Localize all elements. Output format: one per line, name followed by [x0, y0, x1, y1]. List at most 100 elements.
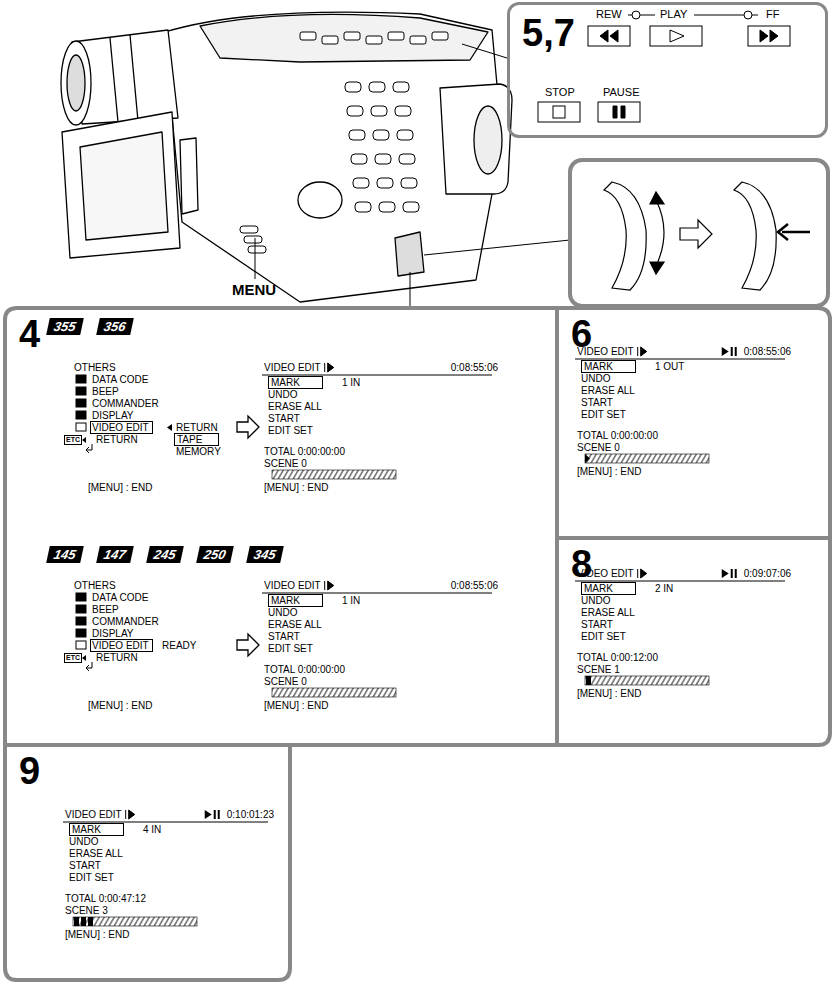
- screen-text: VIDEO EDIT: [65, 809, 122, 820]
- body-button: [351, 154, 367, 164]
- scene-mark: [81, 917, 86, 926]
- body-button: [393, 82, 409, 92]
- screen-text: READY: [162, 640, 196, 651]
- screen-text: 1 OUT: [655, 361, 684, 372]
- menu-icon: [76, 629, 86, 637]
- scene-mark: [74, 917, 79, 926]
- play-pause-icon: [205, 810, 220, 819]
- edit-screen: VIDEO EDIT0:08:55:06MARK1 INUNDOERASE AL…: [262, 358, 502, 496]
- menu-screen: OTHERSDATA CODEBEEPCOMMANDERDISPLAYVIDEO…: [62, 576, 234, 716]
- scene-mark: [585, 454, 590, 463]
- pointer-icon: [167, 424, 172, 431]
- menu-icon: [76, 423, 86, 431]
- stop-symbol: [553, 106, 565, 118]
- body-button: [369, 82, 385, 92]
- edit-screen: VIDEO EDIT0:09:07:06MARK2 INUNDOERASE AL…: [575, 564, 795, 702]
- screen-text: UNDO: [581, 595, 610, 606]
- step-section: 4OTHERSDATA CODEBEEPCOMMANDERDISPLAYVIDE…: [5, 308, 557, 745]
- button-name: PAUSE: [603, 86, 639, 98]
- lens-ring: [110, 38, 118, 122]
- screen-text: EDIT SET: [581, 409, 626, 420]
- button-name: PLAY: [660, 8, 687, 20]
- screen-text: DATA CODE: [92, 374, 148, 385]
- lens-glass: [67, 55, 85, 111]
- play-pause-icon: [722, 569, 737, 578]
- menu-icon: [76, 617, 86, 625]
- body-button: [397, 130, 413, 140]
- direction-icon: [325, 363, 334, 372]
- screen-text: OTHERS: [74, 580, 116, 591]
- screen-text: EDIT SET: [69, 872, 114, 883]
- time-code: 0:08:55:06: [744, 346, 791, 357]
- scene-mark: [586, 676, 591, 685]
- time-code: 0:08:55:06: [451, 362, 498, 373]
- screen-text: COMMANDER: [92, 616, 159, 627]
- screen-text: 2 IN: [655, 583, 673, 594]
- screen-text: ERASE ALL: [268, 401, 322, 412]
- top-button: [300, 32, 316, 40]
- direction-icon: [638, 347, 647, 356]
- body-button: [399, 154, 415, 164]
- ff-button: [748, 26, 790, 46]
- search-symbol: [632, 11, 640, 19]
- eyepiece: [474, 106, 502, 174]
- speaker: [298, 182, 342, 218]
- step-section: 9VIDEO EDIT0:10:01:23MARK4 INUNDOERASE A…: [5, 745, 290, 980]
- progress-bar: [585, 454, 709, 463]
- step-number: 9: [19, 751, 40, 791]
- model-badge: 355: [46, 318, 83, 335]
- control-dial: [734, 182, 776, 290]
- pointer-icon: [82, 437, 86, 443]
- screen-text: MEMORY: [176, 446, 221, 457]
- progress-bar: [585, 676, 709, 685]
- lens-front: [61, 41, 91, 125]
- screen-text: TOTAL 0:00:00:00: [264, 664, 345, 675]
- time-code: 0:08:55:06: [451, 580, 498, 591]
- dial-callout-box: [570, 160, 828, 306]
- press-arrow: [778, 224, 810, 240]
- model-badge: 345: [246, 546, 283, 563]
- return-icon: [86, 662, 92, 671]
- screen-text: 1 IN: [342, 377, 360, 388]
- direction-icon: [325, 581, 334, 590]
- turn-arrow: [656, 200, 664, 266]
- menu-icon: [76, 375, 86, 383]
- screen-text: UNDO: [268, 389, 297, 400]
- top-button: [344, 32, 360, 40]
- screen-text: VIDEO EDIT: [264, 580, 321, 591]
- play-pause-icon: [722, 347, 737, 356]
- screen-text: [MENU] : END: [88, 700, 152, 711]
- menu-item: VIDEO EDIT: [90, 639, 153, 652]
- direction-icon: [638, 569, 647, 578]
- screen-text: START: [581, 619, 613, 630]
- screen-text: BEEP: [92, 386, 119, 397]
- direction-icon: [126, 810, 135, 819]
- menu-icon: [76, 399, 86, 407]
- screen-text: EDIT SET: [268, 425, 313, 436]
- menu-icon: [76, 387, 86, 395]
- menu-item: MARK: [69, 823, 124, 836]
- steps-panel: [5, 308, 830, 980]
- screen-text: RETURN: [176, 422, 218, 433]
- screen-text: VIDEO EDIT: [577, 346, 634, 357]
- model-badge: 356: [96, 318, 133, 335]
- screen-text: ERASE ALL: [581, 385, 635, 396]
- screen-text: COMMANDER: [92, 398, 159, 409]
- screen-text: EDIT SET: [581, 631, 626, 642]
- leader-line: [410, 272, 411, 308]
- step-arrow: [237, 416, 259, 438]
- time-code: 0:10:01:23: [227, 809, 274, 820]
- body-button: [345, 82, 361, 92]
- body-button: [395, 106, 411, 116]
- menu-button: [248, 246, 266, 253]
- screen-text: START: [268, 413, 300, 424]
- leader-line: [424, 240, 570, 255]
- screen-text: ERASE ALL: [581, 607, 635, 618]
- screen-text: 4 IN: [143, 824, 161, 835]
- screen-text: SCENE 0: [264, 458, 307, 469]
- play-button: [650, 26, 702, 46]
- pause-symbol: [613, 106, 625, 118]
- screen-text: TOTAL 0:00:12:00: [577, 652, 658, 663]
- menu-button: [240, 226, 258, 233]
- body-button: [403, 202, 419, 212]
